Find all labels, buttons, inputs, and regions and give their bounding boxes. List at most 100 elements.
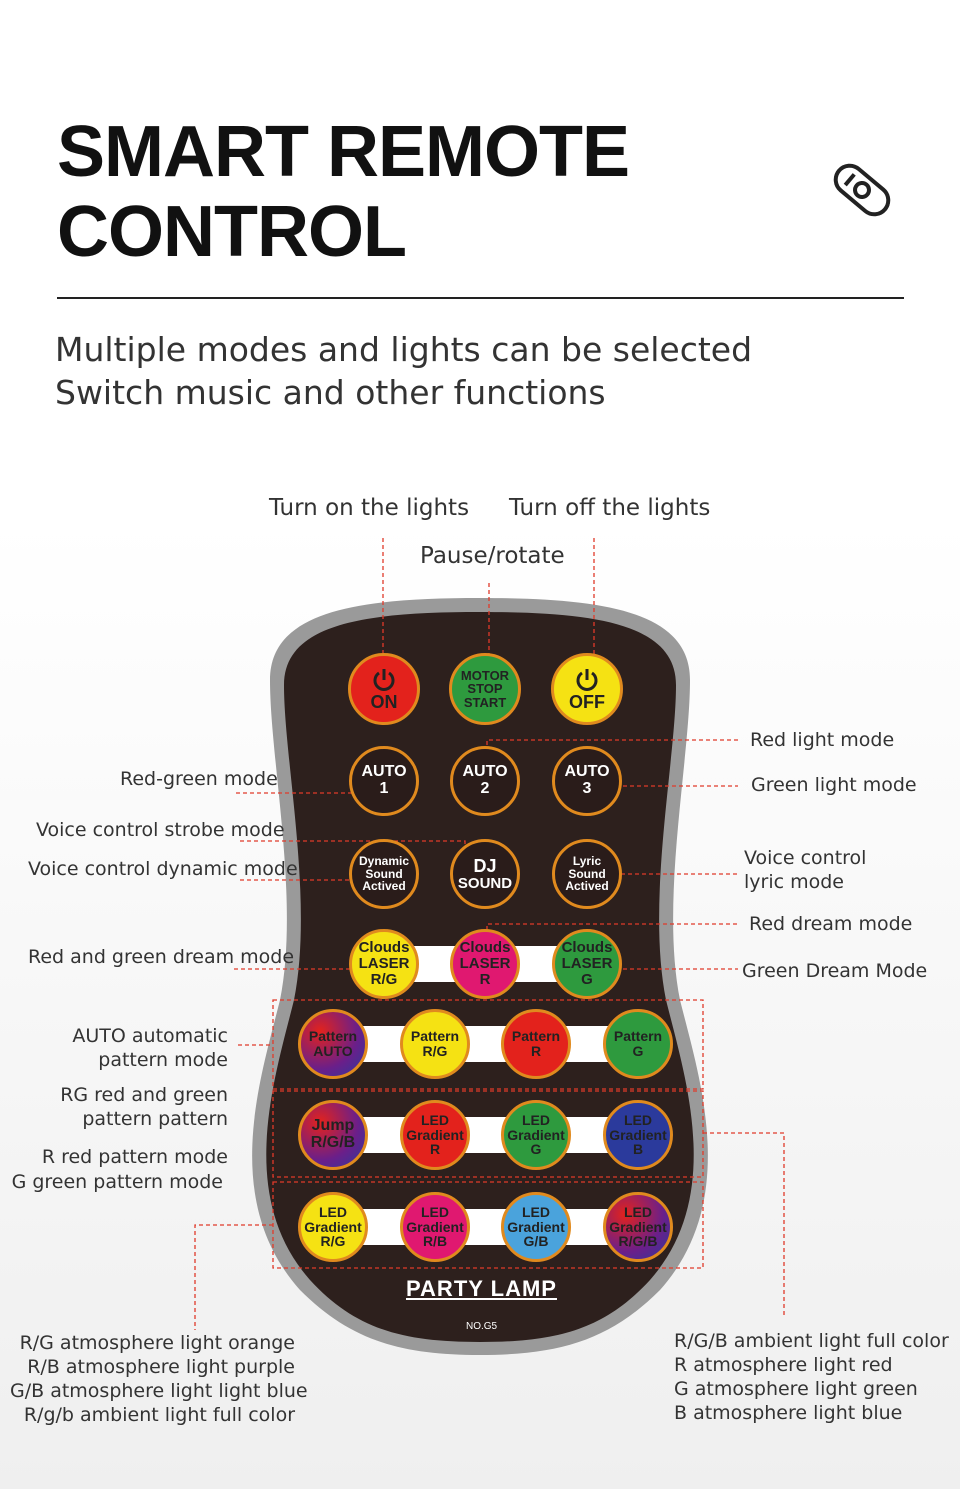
label-voice-strobe: Voice control strobe mode <box>36 819 285 841</box>
label-voice-lyric: Voice control lyric mode <box>744 846 866 894</box>
label-green-light: Green light mode <box>751 774 917 796</box>
brand-label: PARTY LAMP <box>406 1276 557 1301</box>
btn-text: LED <box>522 1203 550 1220</box>
label-rg-pattern: RG red and green pattern pattern <box>40 1083 228 1131</box>
btn-text: STOP <box>467 681 503 697</box>
label-r-pattern: R red pattern mode <box>41 1146 228 1168</box>
label-red-green-mode: Red-green mode <box>120 768 278 790</box>
pattern-rg-button[interactable]: Pattern R/G <box>400 1009 470 1079</box>
subtitle-line-1: Multiple modes and lights can be selecte… <box>55 330 753 369</box>
btn-text: G/B <box>523 1233 549 1250</box>
btn-text: Pattern <box>308 1028 358 1045</box>
title-line-1: SMART REMOTE <box>57 112 630 192</box>
led-gradient-b-button[interactable]: LED Gradient B <box>603 1100 673 1170</box>
label-turn-on: Turn on the lights <box>269 495 470 521</box>
btn-text: LASER <box>459 955 511 973</box>
pattern-r-button[interactable]: Pattern R <box>501 1009 571 1079</box>
led-gradient-rgb-button[interactable]: LED Gradient R/G/B <box>603 1192 673 1262</box>
btn-text: 2 <box>480 780 490 797</box>
btn-text: Gradient <box>507 1218 565 1235</box>
title-line-2: CONTROL <box>57 192 407 272</box>
btn-text: Clouds <box>459 939 511 957</box>
clouds-laser-rg-button[interactable]: Clouds LASER R/G <box>349 929 419 999</box>
btn-text: Gradient <box>609 1218 667 1235</box>
btn-text: LED <box>624 1111 652 1128</box>
label-rg-pattern-1: RG red and green <box>60 1084 228 1106</box>
btn-text: 3 <box>582 780 592 797</box>
btn-text: 1 <box>379 780 389 797</box>
btn-text: Dynamic <box>358 854 410 869</box>
divider <box>57 297 904 299</box>
auto-1-button[interactable]: AUTO 1 <box>349 746 419 816</box>
led-gradient-rb-button[interactable]: LED Gradient R/B <box>400 1192 470 1262</box>
pattern-auto-button[interactable]: Pattern AUTO <box>298 1009 368 1079</box>
btn-text: Pattern <box>410 1028 460 1045</box>
btn-text: MOTOR <box>460 667 510 683</box>
subtitle: Multiple modes and lights can be selecte… <box>55 328 752 414</box>
led-gradient-g-button[interactable]: LED Gradient G <box>501 1100 571 1170</box>
led-gradient-gb-button[interactable]: LED Gradient G/B <box>501 1192 571 1262</box>
lyric-sound-button[interactable]: Lyric Sound Actived <box>552 839 622 909</box>
btn-text: Actived <box>565 879 609 894</box>
btn-text: DJ <box>473 855 497 876</box>
pattern-g-button[interactable]: Pattern G <box>603 1009 673 1079</box>
label-turn-off: Turn off the lights <box>509 495 711 521</box>
btn-text: LASER <box>561 955 613 973</box>
dj-sound-button[interactable]: DJ SOUND <box>450 839 520 909</box>
auto-3-button[interactable]: AUTO 3 <box>552 746 622 816</box>
label-red-dream: Red dream mode <box>749 913 913 935</box>
btn-text: R/G/B <box>618 1233 658 1250</box>
label-red-light: Red light mode <box>750 729 895 751</box>
label-voice-lyric-2: lyric mode <box>744 871 844 893</box>
subtitle-line-2: Switch music and other functions <box>55 373 606 412</box>
btn-text: Lyric <box>572 854 602 869</box>
btn-text: R <box>530 1043 542 1059</box>
led-gradient-rg-button[interactable]: LED Gradient R/G <box>298 1192 368 1262</box>
btn-text: R/G <box>370 970 398 988</box>
btn-text: R/G <box>320 1233 346 1250</box>
btn-text: AUTO <box>564 763 610 781</box>
btn-text: Gradient <box>609 1126 667 1143</box>
note-line: R/g/b ambient light full color <box>23 1404 295 1426</box>
led-gradient-r-button[interactable]: LED Gradient R <box>400 1100 470 1170</box>
label-rg-dream: Red and green dream mode <box>28 946 295 968</box>
dynamic-sound-button[interactable]: Dynamic Sound Actived <box>349 839 419 909</box>
off-label: OFF <box>569 691 605 712</box>
bottom-left-notes: R/G atmosphere light orange R/B atmosphe… <box>10 1331 308 1427</box>
btn-text: LED <box>319 1203 347 1220</box>
remote-control-icon <box>833 163 891 217</box>
btn-text: Gradient <box>507 1126 565 1143</box>
on-label: ON <box>370 691 398 712</box>
btn-text: R <box>479 970 491 988</box>
btn-text: Gradient <box>304 1218 362 1235</box>
btn-text: Clouds <box>561 939 613 957</box>
btn-text: B <box>632 1141 644 1158</box>
note-line: G/B atmosphere light light blue <box>10 1380 308 1402</box>
btn-text: Sound <box>365 866 403 881</box>
label-auto-pattern-2: pattern mode <box>98 1049 228 1071</box>
note-line: R/B atmosphere light purple <box>27 1356 295 1378</box>
off-button[interactable]: OFF <box>551 653 623 725</box>
btn-text: LED <box>421 1111 449 1128</box>
auto-2-button[interactable]: AUTO 2 <box>450 746 520 816</box>
clouds-laser-r-button[interactable]: Clouds LASER R <box>450 929 520 999</box>
label-auto-pattern: AUTO automatic pattern mode <box>40 1024 228 1072</box>
clouds-laser-g-button[interactable]: Clouds LASER G <box>552 929 622 999</box>
btn-text: Pattern <box>613 1028 663 1045</box>
label-rg-pattern-2: pattern pattern <box>82 1108 228 1130</box>
note-line: R/G/B ambient light full color <box>674 1330 949 1352</box>
label-pause: Pause/rotate <box>420 543 565 569</box>
page-title: SMART REMOTE CONTROL <box>57 112 630 272</box>
power-icon <box>576 668 598 691</box>
jump-rgb-button[interactable]: Jump R/G/B <box>298 1100 368 1170</box>
btn-text: Jump <box>311 1117 355 1135</box>
btn-text: AUTO <box>462 763 508 781</box>
label-auto-pattern-1: AUTO automatic <box>72 1025 228 1047</box>
btn-text: R/B <box>422 1233 448 1250</box>
btn-text: G <box>530 1141 542 1158</box>
btn-text: LASER <box>358 955 410 973</box>
btn-text: START <box>463 694 507 710</box>
on-button[interactable]: ON <box>348 653 420 725</box>
motor-stop-start-button[interactable]: MOTOR STOP START <box>449 653 521 725</box>
btn-text: SOUND <box>457 874 513 892</box>
